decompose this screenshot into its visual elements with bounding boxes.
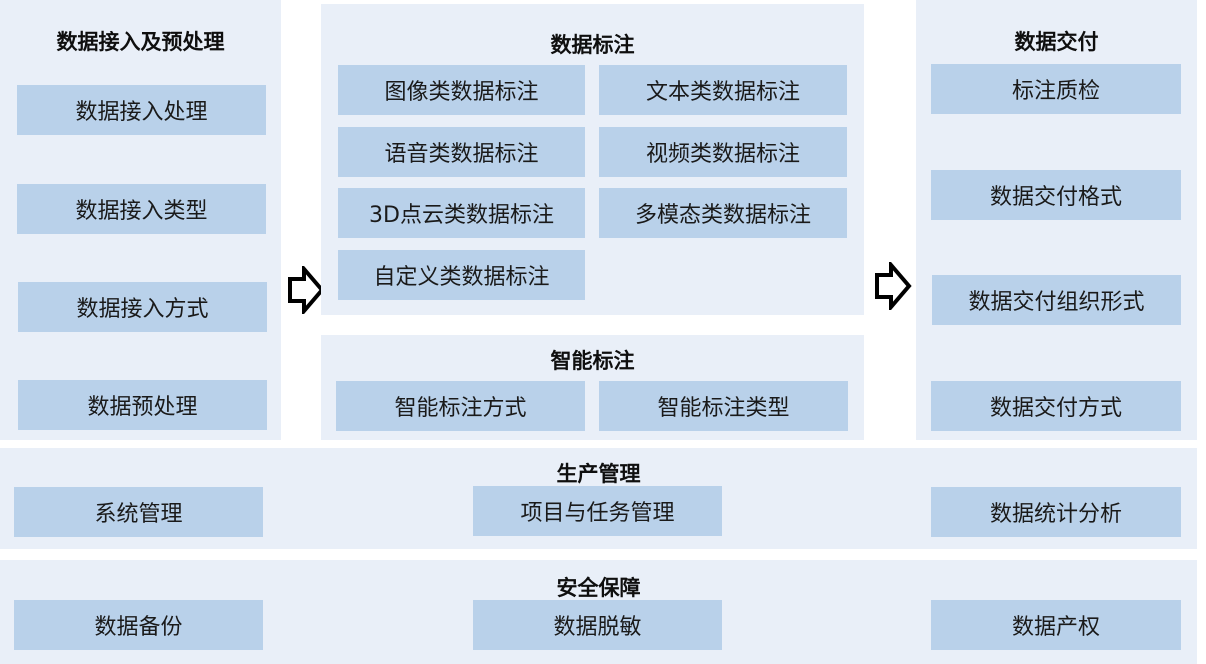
delivery-box-format: 数据交付格式: [931, 170, 1181, 220]
right-arrow-icon: [875, 262, 912, 310]
security-panel: 安全保障 数据备份 数据脱敏 数据产权: [0, 560, 1197, 664]
access-panel: 数据接入及预处理 数据接入处理 数据接入类型 数据接入方式 数据预处理: [0, 0, 281, 440]
annotation-box-multimodal: 多模态类数据标注: [599, 188, 847, 238]
production-box-statistics: 数据统计分析: [931, 487, 1181, 537]
access-box-method: 数据接入方式: [18, 282, 267, 332]
annotation-box-custom: 自定义类数据标注: [338, 250, 585, 300]
delivery-panel-title: 数据交付: [1014, 30, 1099, 54]
delivery-box-qc: 标注质检: [931, 64, 1181, 114]
smart-annotation-panel-title: 智能标注: [550, 349, 635, 373]
production-box-project-task: 项目与任务管理: [473, 486, 722, 536]
right-arrow-icon: [288, 266, 325, 314]
access-box-preprocess: 数据预处理: [18, 380, 267, 430]
annotation-panel: 数据标注 图像类数据标注 文本类数据标注 语音类数据标注 视频类数据标注 3D点…: [321, 4, 864, 315]
annotation-box-video: 视频类数据标注: [599, 127, 847, 177]
annotation-box-speech: 语音类数据标注: [338, 127, 585, 177]
annotation-box-3d-pointcloud: 3D点云类数据标注: [338, 188, 585, 238]
access-box-type: 数据接入类型: [17, 184, 266, 234]
smart-box-method: 智能标注方式: [336, 381, 585, 431]
security-box-property-rights: 数据产权: [931, 600, 1181, 650]
production-panel-title: 生产管理: [556, 462, 641, 486]
delivery-box-method: 数据交付方式: [931, 381, 1181, 431]
security-box-desensitization: 数据脱敏: [473, 600, 722, 650]
production-panel: 生产管理 系统管理 项目与任务管理 数据统计分析: [0, 448, 1197, 549]
access-panel-title: 数据接入及预处理: [56, 30, 225, 54]
smart-annotation-panel: 智能标注 智能标注方式 智能标注类型: [321, 335, 864, 440]
annotation-box-text: 文本类数据标注: [599, 65, 847, 115]
access-box-processing: 数据接入处理: [17, 85, 266, 135]
smart-box-type: 智能标注类型: [599, 381, 848, 431]
security-box-backup: 数据备份: [14, 600, 263, 650]
annotation-box-image: 图像类数据标注: [338, 65, 585, 115]
production-box-system: 系统管理: [14, 487, 263, 537]
delivery-box-organization: 数据交付组织形式: [932, 275, 1181, 325]
delivery-panel: 数据交付 标注质检 数据交付格式 数据交付组织形式 数据交付方式: [916, 0, 1197, 440]
annotation-panel-title: 数据标注: [550, 33, 635, 57]
security-panel-title: 安全保障: [556, 576, 641, 600]
